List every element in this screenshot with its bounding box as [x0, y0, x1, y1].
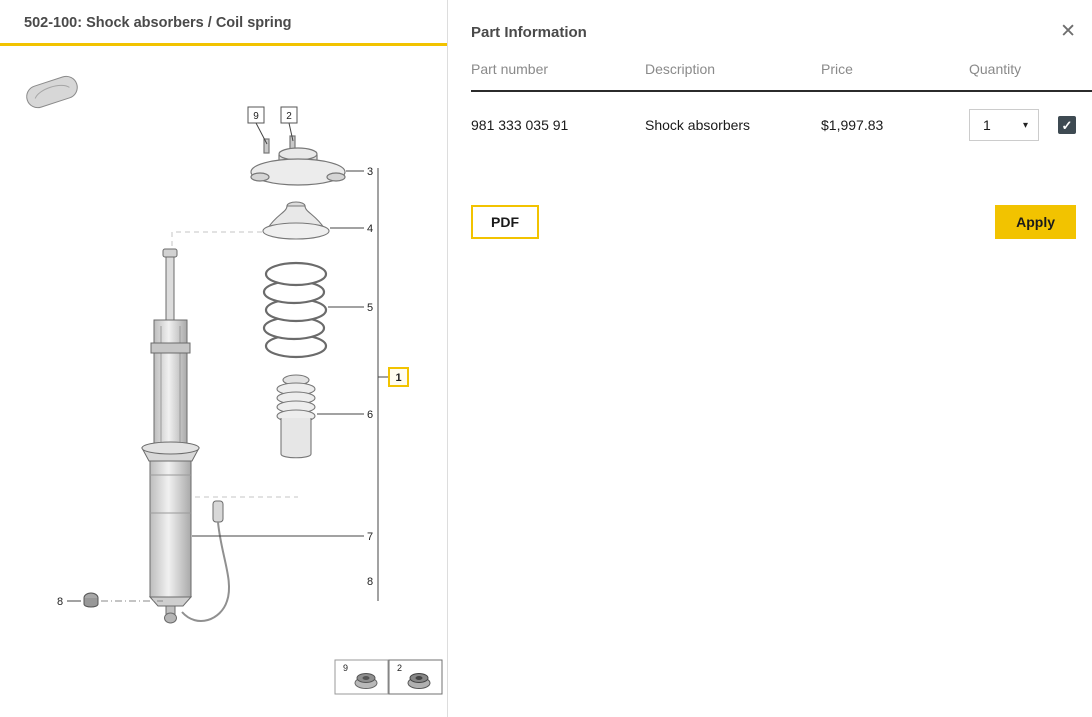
- legend-item-9[interactable]: 9: [334, 659, 389, 695]
- description-cell: Shock absorbers: [645, 117, 751, 133]
- svg-text:9: 9: [253, 111, 259, 122]
- callout-8: 8: [367, 576, 373, 588]
- column-description: Description: [645, 61, 716, 77]
- apply-button[interactable]: Apply: [995, 205, 1076, 239]
- assembly-dashed-outline: [171, 231, 298, 498]
- column-price: Price: [821, 61, 853, 77]
- chevron-down-icon: ▾: [1022, 119, 1028, 131]
- quantity-value: 1: [983, 117, 991, 133]
- car-thumbnail-icon[interactable]: [24, 74, 80, 111]
- svg-text:9: 9: [343, 663, 348, 673]
- callout-4: 4: [367, 223, 373, 235]
- callout-5: 5: [367, 302, 373, 314]
- diagram-panel: 502-100: Shock absorbers / Coil spring: [0, 0, 448, 717]
- legend-item-2[interactable]: 2: [388, 659, 443, 695]
- callout-7: 7: [367, 531, 373, 543]
- pdf-button[interactable]: PDF: [471, 205, 539, 239]
- shock-absorber-drawing: [141, 248, 231, 624]
- table-header-row: Part number Description Price Quantity: [471, 61, 1092, 90]
- quantity-cell: 1 ▾ ✓: [969, 109, 1092, 141]
- callout-1-highlighted[interactable]: 1: [388, 367, 409, 387]
- svg-text:2: 2: [286, 111, 292, 122]
- bolt-drawing: [67, 592, 163, 608]
- action-buttons: PDF Apply: [471, 205, 1076, 239]
- callout-leader-lines: [192, 122, 389, 601]
- svg-text:1: 1: [395, 372, 401, 384]
- side-callout-labels: 3 4 5 6 7 8 8: [57, 166, 373, 608]
- coil-spring-drawing: [262, 261, 328, 359]
- shock-absorber-diagram: 9 2 3 4 5 6 7 8 8: [24, 74, 443, 695]
- callout-6: 6: [367, 409, 373, 421]
- callout-9-box[interactable]: 9: [247, 106, 265, 124]
- price-cell: $1,997.83: [821, 117, 884, 133]
- column-part-number: Part number: [471, 61, 549, 77]
- column-quantity: Quantity: [969, 61, 1022, 77]
- exploded-diagram: 9 2 3 4 5 6 7 8 8: [0, 43, 448, 717]
- support-bearing-drawing: [262, 201, 330, 240]
- check-icon: ✓: [1061, 117, 1073, 133]
- svg-text:2: 2: [397, 663, 402, 673]
- part-number-cell: 981 333 035 91: [471, 117, 569, 133]
- row-select-checkbox[interactable]: ✓: [1058, 116, 1076, 134]
- callout-8-bottom: 8: [57, 596, 63, 608]
- header-divider: [471, 90, 1092, 92]
- callout-2-box[interactable]: 2: [280, 106, 298, 124]
- close-icon[interactable]: ✕: [1060, 21, 1076, 42]
- top-mount-drawing: [250, 135, 346, 186]
- diagram-header: 502-100: Shock absorbers / Coil spring: [0, 0, 447, 46]
- parts-table: Part number Description Price Quantity 9…: [471, 61, 1092, 159]
- quantity-dropdown[interactable]: 1 ▾: [969, 109, 1039, 141]
- table-row: 981 333 035 91 Shock absorbers $1,997.83…: [471, 92, 1092, 159]
- section-title: 502-100: Shock absorbers / Coil spring: [24, 15, 292, 31]
- panel-title: Part Information: [471, 24, 587, 41]
- bump-stop-drawing: [276, 374, 316, 459]
- part-information-panel: Part Information ✕ Part number Descripti…: [449, 0, 1092, 717]
- callout-3: 3: [367, 166, 373, 178]
